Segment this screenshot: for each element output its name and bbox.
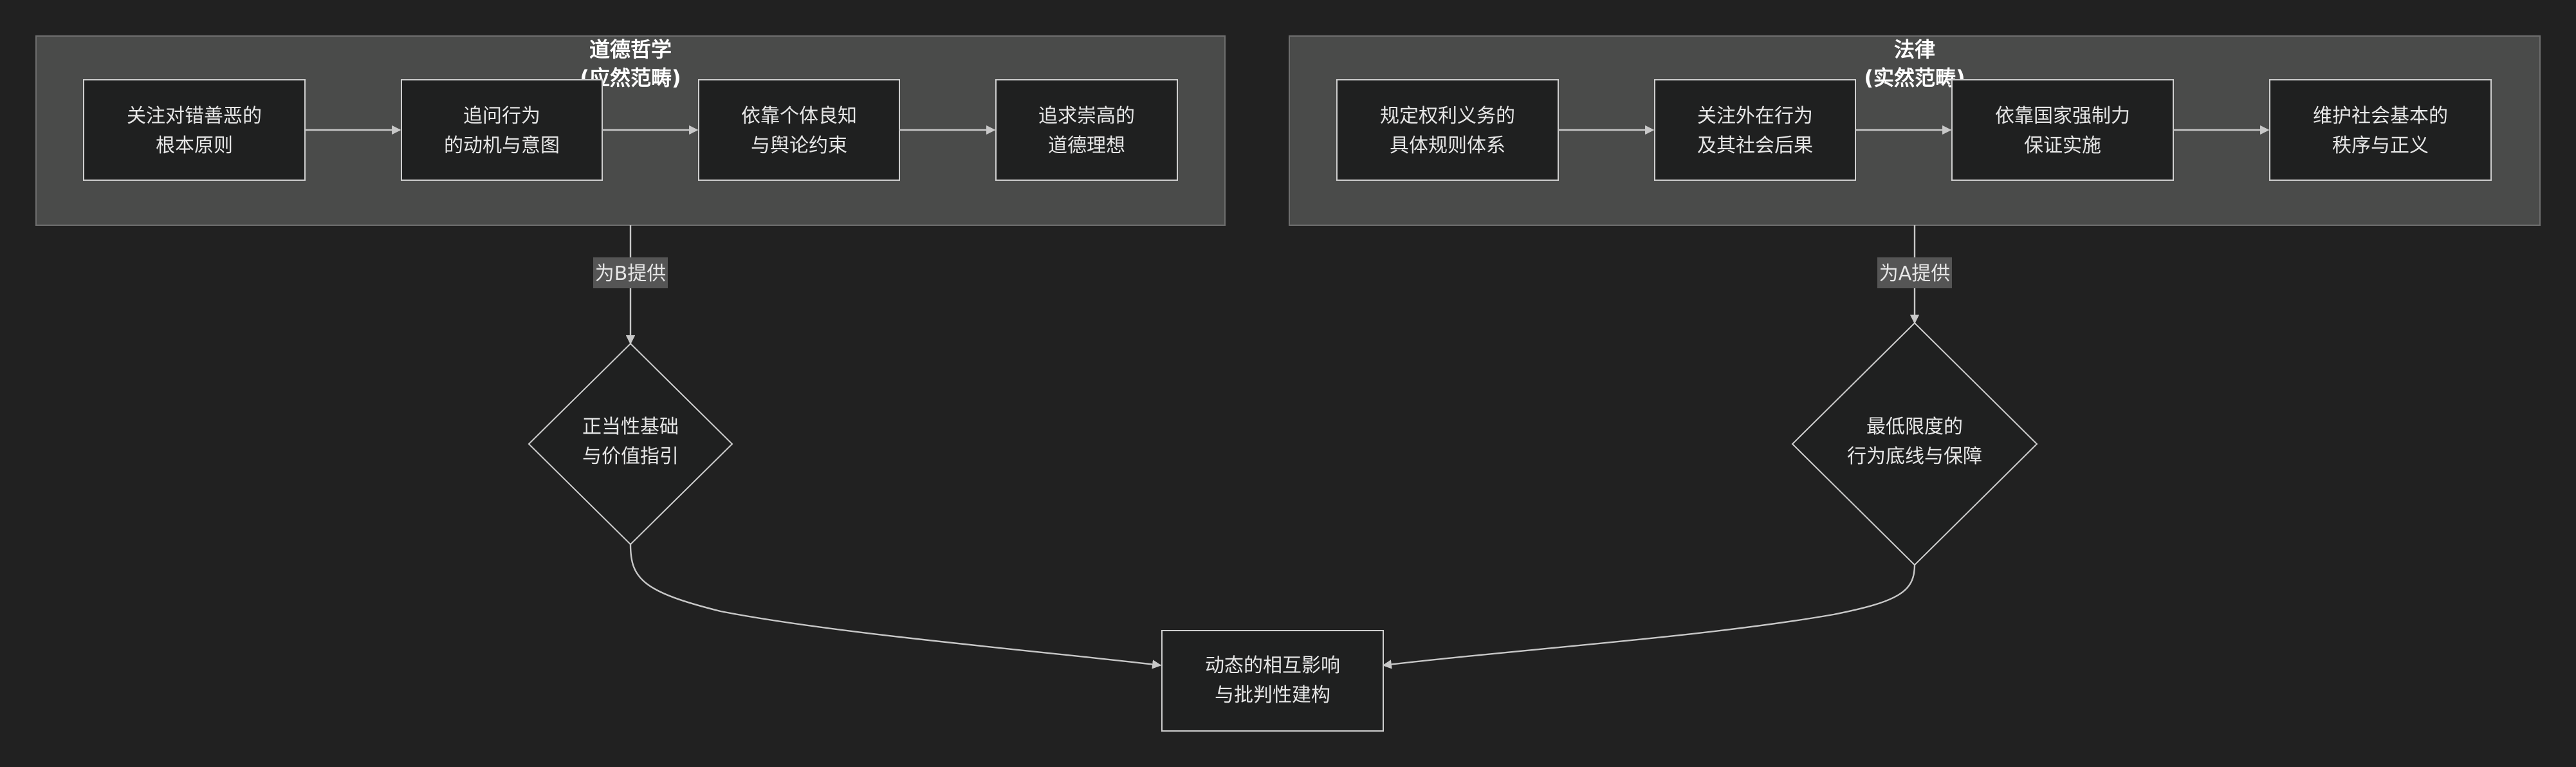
moral-node-1-line1: 关注对错善恶的: [127, 105, 262, 127]
law-node-4-line1: 维护社会基本的: [2313, 105, 2448, 127]
decision-node-b[interactable]: 最低限度的 行为底线与保障: [1791, 322, 2038, 566]
moral-node-4-line1: 追求崇高的: [1038, 105, 1135, 127]
decision-a-line1: 正当性基础: [582, 416, 679, 438]
law-node-3[interactable]: 依靠国家强制力 保证实施: [1951, 79, 2174, 181]
result-node-line1: 动态的相互影响: [1205, 654, 1340, 677]
edge-label-moral-bg: [593, 257, 668, 288]
decision-a-diamond: [528, 342, 733, 546]
moral-node-1[interactable]: 关注对错善恶的 根本原则: [83, 79, 306, 181]
moral-node-4[interactable]: 追求崇高的 道德理想: [995, 79, 1178, 181]
moral-node-4-box: [995, 79, 1178, 181]
law-node-3-box: [1951, 79, 2174, 181]
edge-decision-b-to-result: [1382, 564, 1916, 669]
law-node-3-line1: 依靠国家强制力: [1995, 105, 2130, 127]
edge-decision-a-to-result: [629, 544, 1162, 669]
moral-node-4-line2: 道德理想: [1048, 134, 1125, 157]
decision-a-line2: 与价值指引: [582, 445, 679, 468]
result-node[interactable]: 动态的相互影响 与批判性建构: [1161, 630, 1384, 732]
law-node-4-box: [2269, 79, 2492, 181]
edge-label-law-text: 为A提供: [1879, 263, 1951, 285]
law-node-1-line1: 规定权利义务的: [1380, 105, 1515, 127]
edge-label-law-bg: [1877, 257, 1952, 288]
moral-node-1-box: [83, 79, 306, 181]
moral-node-1-line2: 根本原则: [156, 134, 233, 157]
law-node-2-box: [1654, 79, 1856, 181]
law-node-2-line2: 及其社会后果: [1697, 134, 1813, 157]
result-node-line2: 与批判性建构: [1215, 684, 1330, 707]
edge-label-law-to-b: 为A提供: [1877, 257, 1952, 288]
decision-b-line1: 最低限度的: [1866, 416, 1963, 438]
law-node-4[interactable]: 维护社会基本的 秩序与正义: [2269, 79, 2492, 181]
cluster-law-subtitle: (实然范畴): [1864, 66, 1965, 90]
decision-b-line2: 行为底线与保障: [1847, 445, 1982, 468]
law-node-1-box: [1336, 79, 1559, 181]
decision-b-diamond: [1791, 322, 2038, 566]
moral-node-2-box: [401, 79, 603, 181]
law-node-1[interactable]: 规定权利义务的 具体规则体系: [1336, 79, 1559, 181]
moral-node-2[interactable]: 追问行为 的动机与意图: [401, 79, 603, 181]
law-node-4-line2: 秩序与正义: [2332, 134, 2429, 157]
law-node-2[interactable]: 关注外在行为 及其社会后果: [1654, 79, 1856, 181]
cluster-moral-title: 道德哲学: [589, 37, 672, 62]
moral-node-3-box: [698, 79, 900, 181]
law-node-2-line1: 关注外在行为: [1697, 105, 1813, 127]
edge-label-moral-to-a: 为B提供: [593, 257, 668, 288]
moral-node-2-line1: 追问行为: [463, 105, 540, 127]
result-node-box: [1161, 630, 1384, 732]
decision-node-a[interactable]: 正当性基础 与价值指引: [528, 342, 733, 546]
moral-node-3-line1: 依靠个体良知: [741, 105, 857, 127]
moral-node-3-line2: 与舆论约束: [751, 134, 847, 157]
law-node-3-line2: 保证实施: [2024, 134, 2101, 157]
moral-node-2-line2: 的动机与意图: [444, 134, 560, 157]
moral-node-3[interactable]: 依靠个体良知 与舆论约束: [698, 79, 900, 181]
edge-label-moral-text: 为B提供: [595, 263, 667, 285]
law-node-1-line2: 具体规则体系: [1390, 134, 1505, 157]
cluster-law-title: 法律: [1894, 37, 1935, 62]
